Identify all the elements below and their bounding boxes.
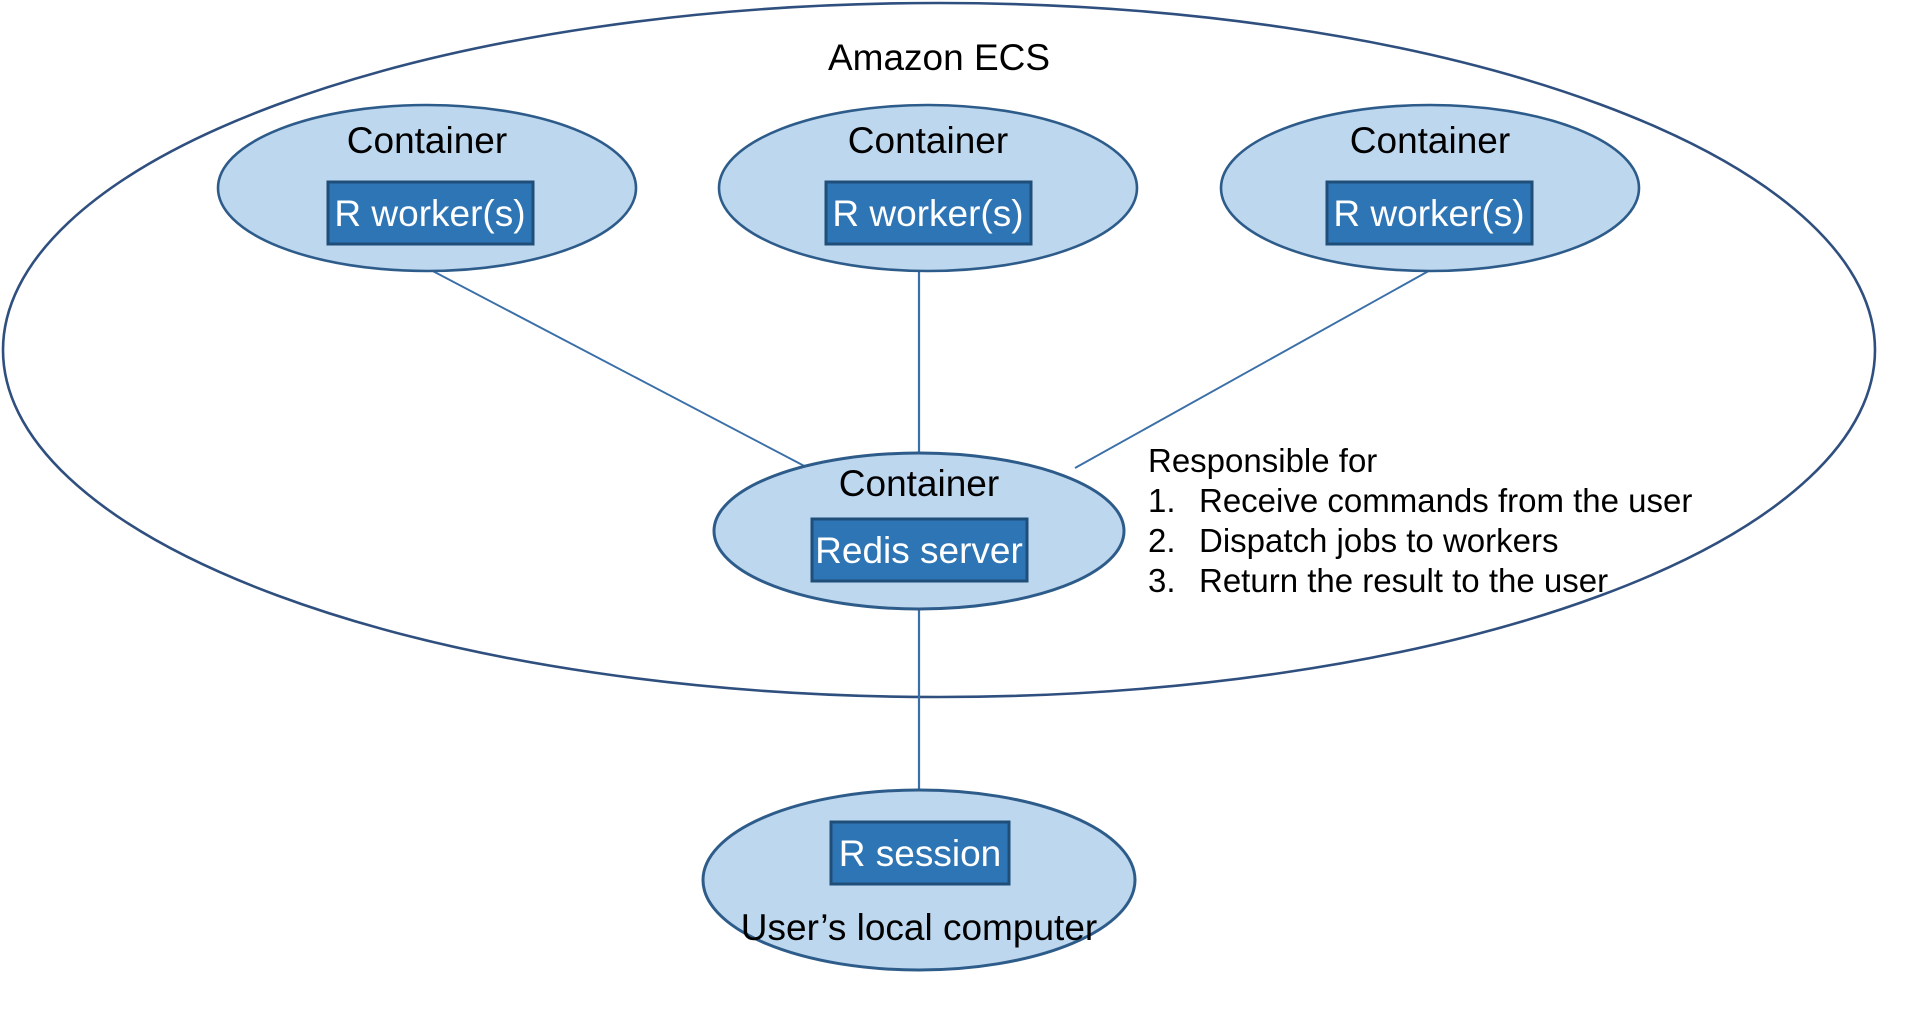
connector-worker-1-to-redis: [426, 267, 813, 471]
node-local-computer-box[interactable]: [829, 820, 1011, 886]
responsibilities-note: Responsible for 1. Receive commands from…: [1148, 442, 1692, 599]
node-worker-2-box-label: R worker(s): [832, 193, 1023, 234]
node-redis-title: Container: [839, 463, 999, 504]
node-worker-2[interactable]: Container R worker(s): [717, 103, 1139, 273]
node-worker-2-box[interactable]: [824, 180, 1033, 246]
node-local-computer-caption: User’s local computer: [741, 907, 1097, 948]
node-worker-3-title: Container: [1350, 120, 1510, 161]
group-title-amazon-ecs: Amazon ECS: [828, 37, 1050, 78]
node-worker-2-title: Container: [848, 120, 1008, 161]
connector-group: [426, 267, 1435, 795]
responsibilities-item-3-text: Return the result to the user: [1199, 562, 1608, 599]
connector-worker-3-to-redis: [1074, 267, 1435, 469]
node-worker-1-title: Container: [347, 120, 507, 161]
responsibilities-item-1-text: Receive commands from the user: [1199, 482, 1692, 519]
node-local-computer-box-label: R session: [839, 833, 1001, 874]
responsibilities-item-1-number: 1.: [1148, 482, 1176, 519]
node-local-computer[interactable]: R session User’s local computer: [701, 788, 1137, 972]
node-worker-3-box-label: R worker(s): [1333, 193, 1524, 234]
amazon-ecs-group-boundary: [1, 1, 1877, 699]
node-worker-3[interactable]: Container R worker(s): [1219, 103, 1641, 273]
responsibilities-note-heading: Responsible for: [1148, 442, 1377, 479]
node-redis-box[interactable]: [810, 517, 1029, 583]
responsibilities-item-2-number: 2.: [1148, 522, 1176, 559]
node-worker-3-box[interactable]: [1325, 180, 1534, 246]
node-redis[interactable]: Container Redis server: [712, 451, 1126, 611]
responsibilities-item-3-number: 3.: [1148, 562, 1176, 599]
node-redis-box-label: Redis server: [815, 530, 1023, 571]
node-worker-1-box[interactable]: [326, 180, 535, 246]
node-worker-1-box-label: R worker(s): [334, 193, 525, 234]
responsibilities-item-2-text: Dispatch jobs to workers: [1199, 522, 1558, 559]
node-worker-1[interactable]: Container R worker(s): [216, 103, 638, 273]
